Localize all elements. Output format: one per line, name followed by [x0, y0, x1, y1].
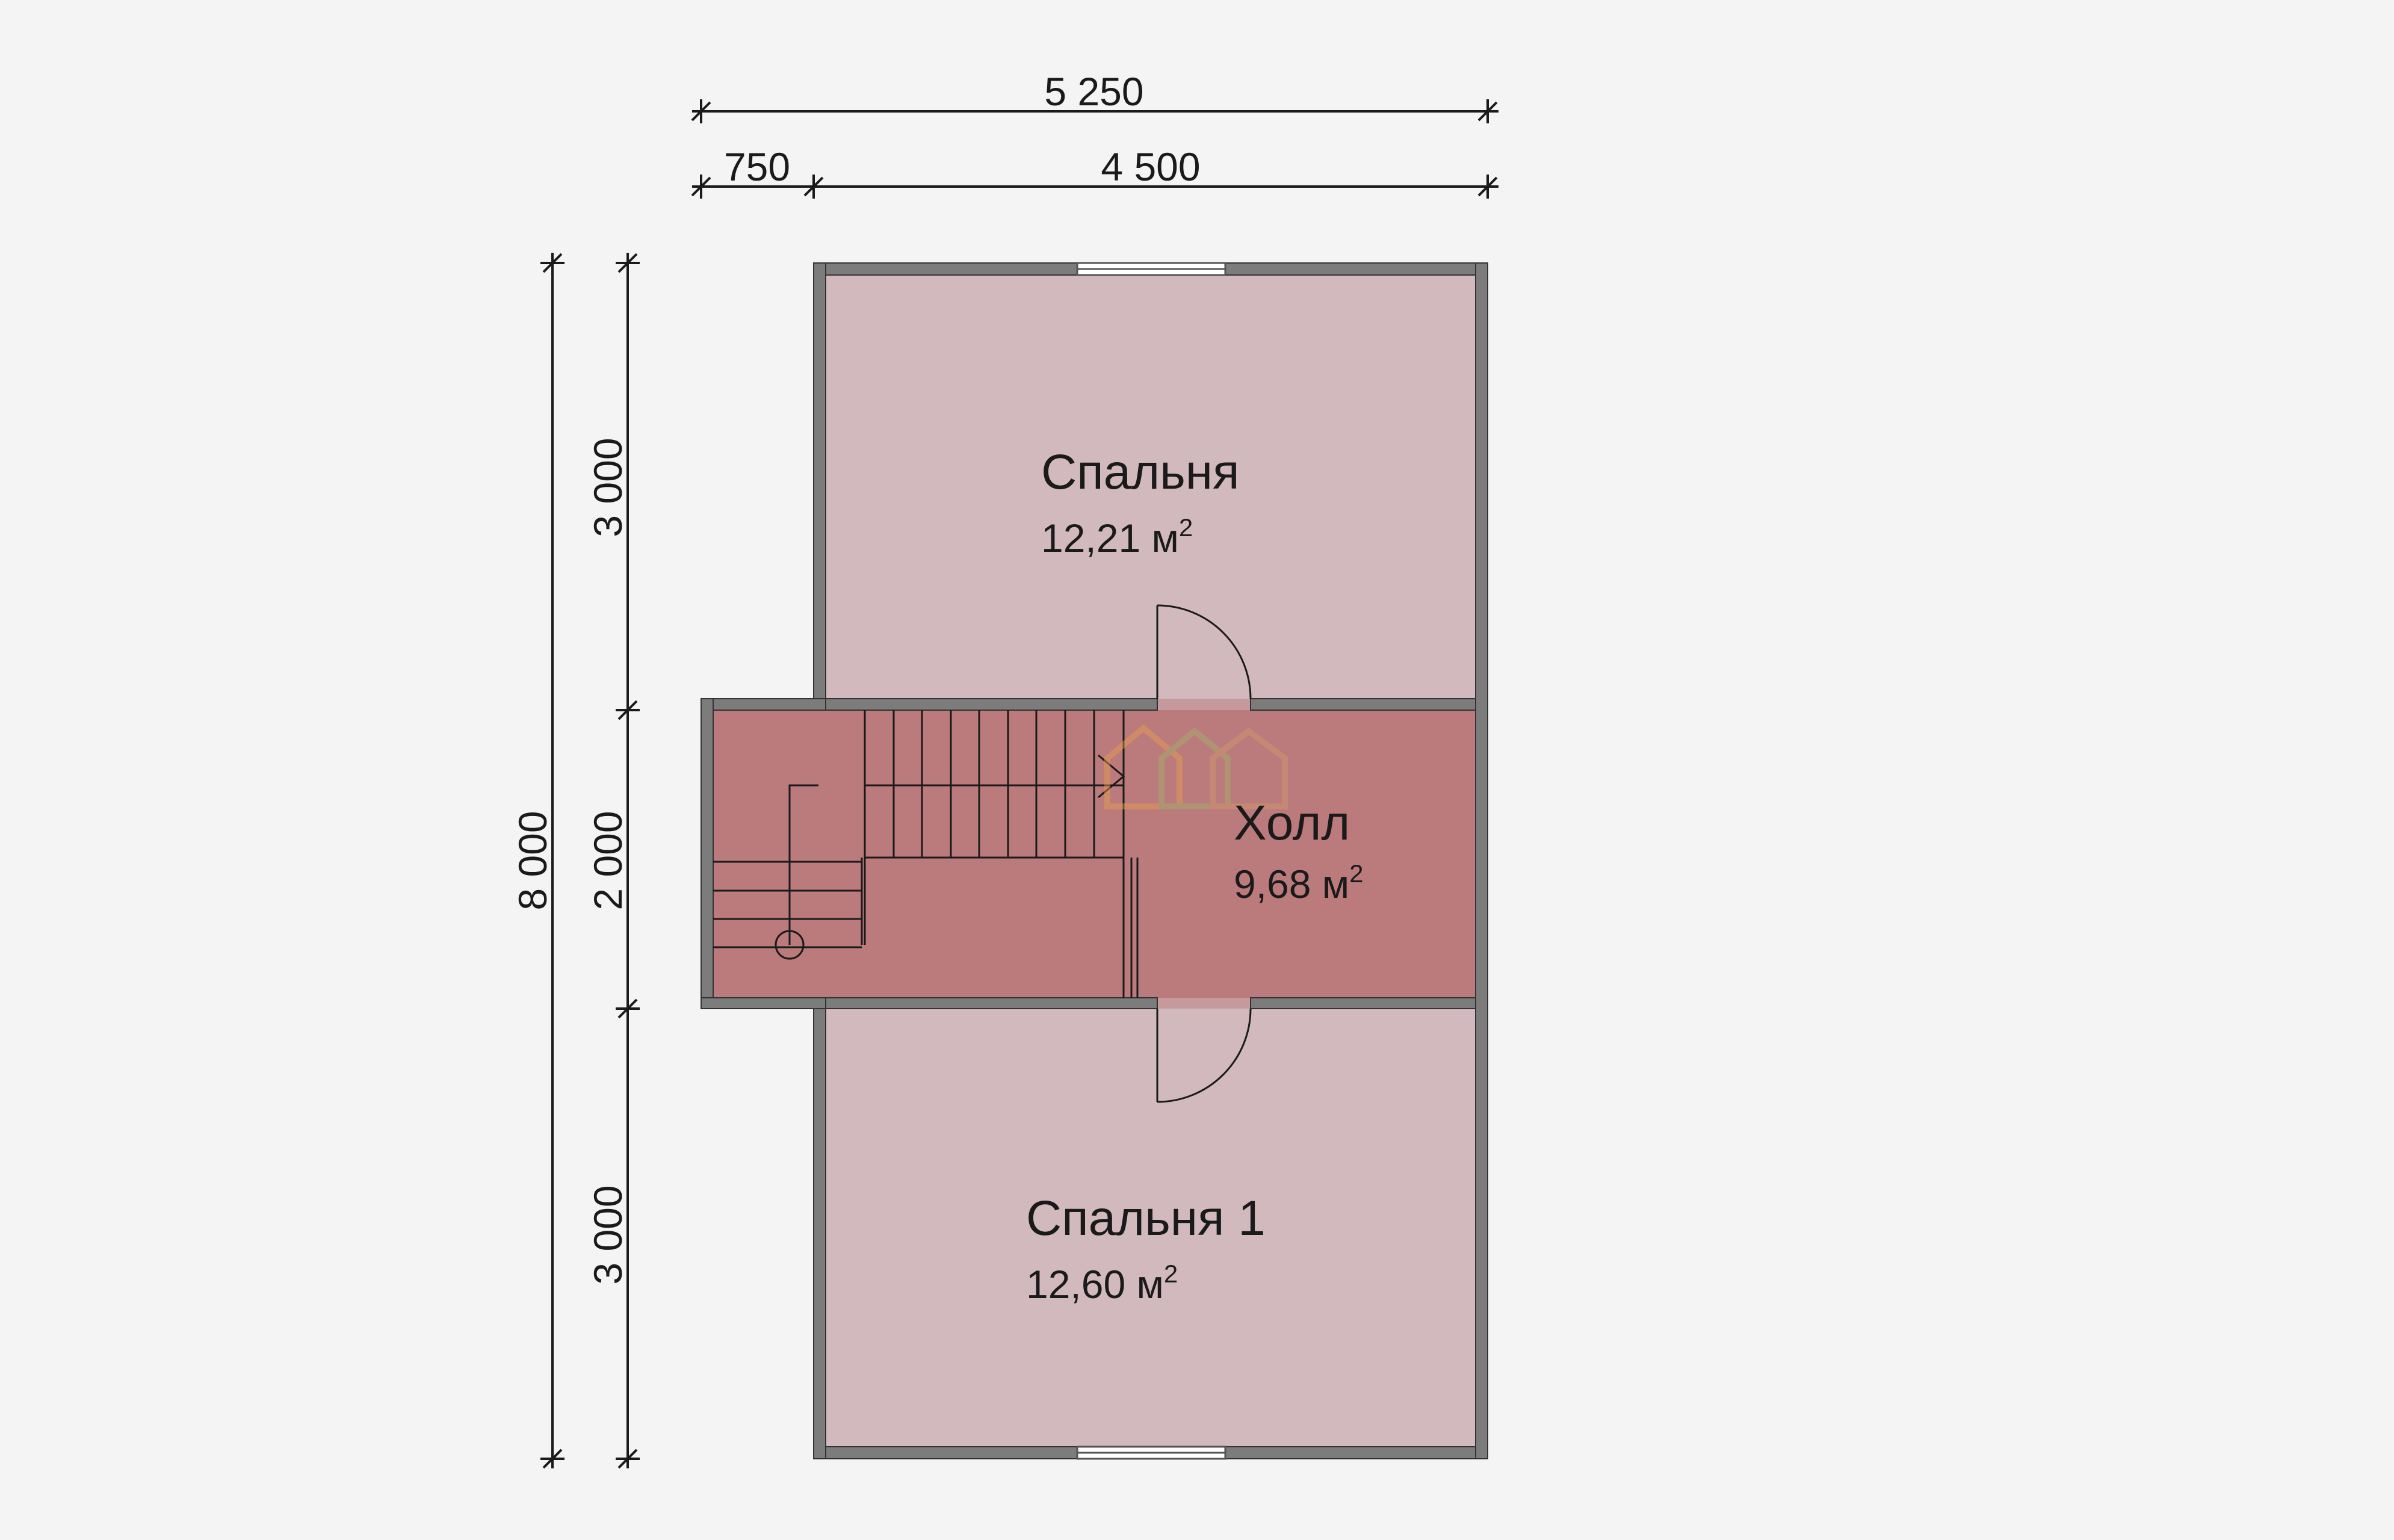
wall-partition-lower-right	[1250, 997, 1476, 1009]
bottom-door-passage	[1157, 998, 1251, 1009]
wall-bottom-left	[813, 1446, 1078, 1459]
top-door-passage	[1157, 699, 1251, 710]
wall-top-left	[813, 262, 1078, 276]
wall-bottom-right	[1225, 1446, 1488, 1459]
staircase	[713, 710, 1139, 998]
dim-left-segment: 750	[724, 144, 790, 189]
dim-top-segment: 3 000	[586, 438, 630, 537]
window-top	[1076, 262, 1226, 276]
wall-bump-bottom	[701, 997, 826, 1009]
wall-bump-top	[701, 698, 826, 711]
wall-left-upper	[813, 262, 826, 711]
hall-name: Холл	[1234, 796, 1350, 850]
wall-right	[1475, 262, 1488, 1459]
bedroom-top-floor	[826, 275, 1476, 699]
dimension-lines-horizontal	[691, 99, 1499, 199]
door-bedroom-top	[1156, 604, 1252, 699]
house-logo-icon	[1104, 724, 1288, 809]
wall-top-right	[1225, 262, 1488, 276]
wall-bump-left	[701, 698, 714, 1009]
dim-overall-width: 5 250	[1044, 69, 1143, 114]
wall-left-lower	[813, 997, 826, 1459]
bedroom-bottom-area: 12,60 м2	[1026, 1260, 1178, 1307]
window-bottom	[1076, 1446, 1226, 1460]
dimension-lines-vertical	[540, 253, 640, 1469]
wall-partition-lower-left	[825, 997, 1158, 1009]
door-bedroom-bottom	[1156, 1008, 1252, 1103]
bedroom-top-name: Спальня	[1041, 445, 1239, 499]
dim-middle-segment: 2 000	[586, 811, 630, 910]
wall-partition-upper-left	[825, 698, 1158, 711]
wall-partition-upper-right	[1250, 698, 1476, 711]
dim-overall-height: 8 000	[510, 811, 555, 910]
bedroom-bottom-floor	[826, 1009, 1476, 1447]
bedroom-top-area: 12,21 м2	[1041, 513, 1193, 560]
dim-right-segment: 4 500	[1101, 144, 1200, 189]
bedroom-bottom-name: Спальня 1	[1026, 1191, 1266, 1246]
hall-area: 9,68 м2	[1234, 859, 1364, 906]
dim-bottom-segment: 3 000	[586, 1185, 630, 1284]
